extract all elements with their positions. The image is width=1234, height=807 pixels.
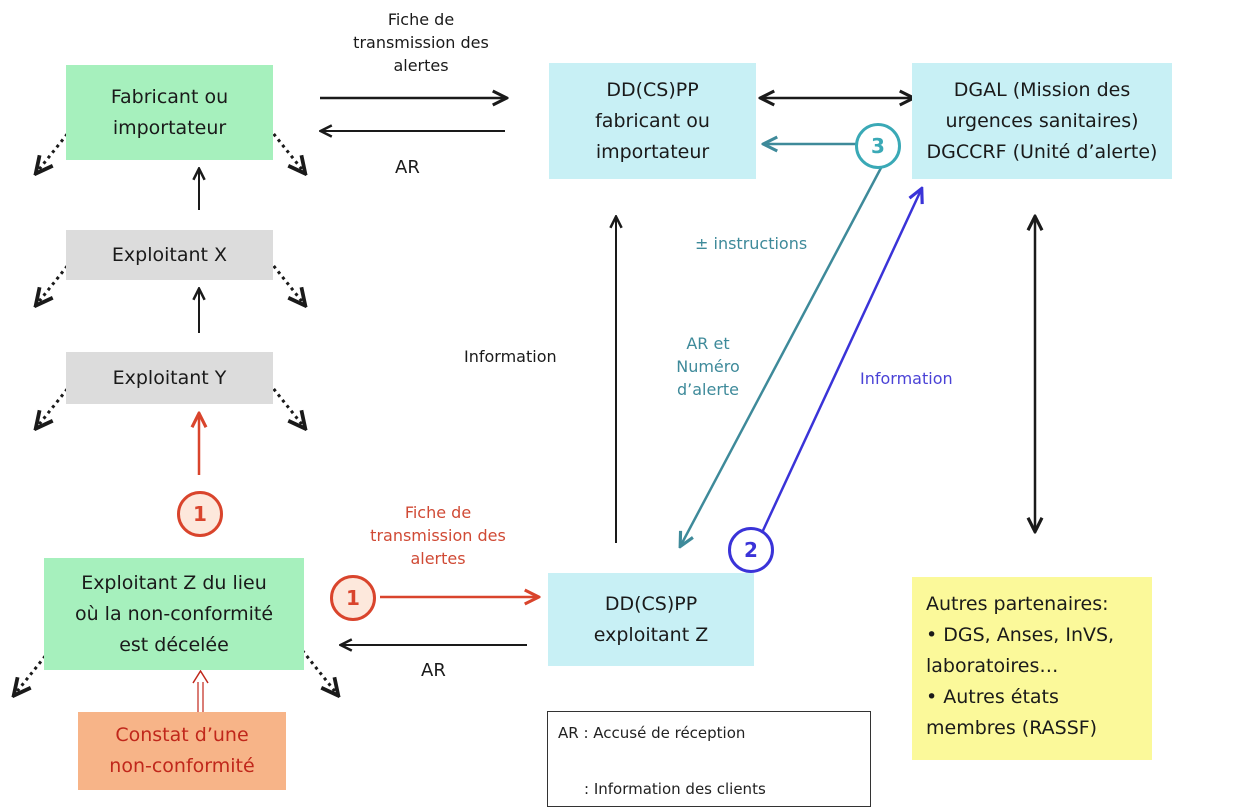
partners-line2: laboratoires… bbox=[926, 655, 1059, 677]
dd-fabricant-line3: importateur bbox=[595, 140, 710, 163]
label-fiche-bottom-line3: alertes bbox=[410, 549, 466, 568]
label-fiche-top-line3: alertes bbox=[393, 56, 449, 75]
constat-line1: Constat d’une bbox=[115, 724, 249, 746]
exploitant-z-box: Exploitant Z du lieu où la non-conformit… bbox=[44, 558, 304, 670]
exploitant-y-label: Exploitant Y bbox=[112, 366, 227, 389]
dgal-box: DGAL (Mission des urgences sanitaires) D… bbox=[912, 63, 1172, 179]
label-fiche-bottom-line1: Fiche de bbox=[404, 503, 472, 522]
exploitant-y-box: Exploitant Y bbox=[66, 352, 273, 404]
label-fiche-top-line1: Fiche de bbox=[387, 10, 455, 29]
arrow-ar-numero bbox=[681, 165, 884, 545]
label-ar-numero-line1: AR et bbox=[686, 334, 730, 353]
legend-box: AR : Accusé de réception : Information d… bbox=[547, 711, 871, 807]
dgal-line2: urgences sanitaires) bbox=[945, 109, 1139, 132]
step-1-badge-vertical: 1 bbox=[177, 491, 223, 537]
label-fiche-top: Fiche de transmission des alertes bbox=[346, 8, 496, 77]
label-ar-numero: AR et Numéro d’alerte bbox=[664, 332, 752, 401]
dd-exploitant-line1: DD(CS)PP bbox=[604, 592, 698, 615]
dd-fabricant-line2: fabricant ou bbox=[595, 109, 710, 132]
label-information-left: Information bbox=[464, 347, 557, 366]
dd-fabricant-line1: DD(CS)PP bbox=[606, 78, 699, 101]
step-2-badge: 2 bbox=[728, 527, 774, 573]
partners-line1: • DGS, Anses, InVS, bbox=[926, 624, 1115, 646]
label-ar-top: AR bbox=[395, 157, 420, 178]
label-ar-numero-line3: d’alerte bbox=[676, 380, 740, 399]
legend-ar: AR : Accusé de réception bbox=[558, 724, 746, 742]
label-ar-numero-line2: Numéro bbox=[676, 357, 740, 376]
fabricant-line2: importateur bbox=[112, 116, 227, 139]
label-fiche-bottom-line2: transmission des bbox=[370, 526, 506, 545]
dd-exploitant-box: DD(CS)PP exploitant Z bbox=[548, 573, 754, 666]
label-fiche-bottom: Fiche de transmission des alertes bbox=[363, 501, 513, 570]
constat-line2: non-conformité bbox=[109, 755, 255, 777]
exploitant-z-line1: Exploitant Z du lieu bbox=[81, 571, 267, 594]
label-information-blue: Information bbox=[860, 369, 953, 388]
arrow-constat-head bbox=[192, 669, 209, 684]
dgal-line1: DGAL (Mission des bbox=[953, 78, 1131, 101]
exploitant-x-label: Exploitant X bbox=[111, 243, 228, 266]
dgal-line3: DGCCRF (Unité d’alerte) bbox=[926, 140, 1158, 163]
label-fiche-top-line2: transmission des bbox=[353, 33, 489, 52]
partners-line4: membres (RASSF) bbox=[926, 717, 1098, 739]
label-ar-bottom: AR bbox=[421, 660, 446, 681]
label-instructions: ± instructions bbox=[695, 234, 808, 253]
step-3-badge: 3 bbox=[855, 123, 901, 169]
legend-clients: : Information des clients bbox=[584, 780, 766, 798]
exploitant-z-line3: est décelée bbox=[119, 633, 229, 656]
fabricant-box: Fabricant ou importateur bbox=[66, 65, 273, 160]
dd-fabricant-box: DD(CS)PP fabricant ou importateur bbox=[549, 63, 756, 179]
fabricant-line1: Fabricant ou bbox=[110, 85, 229, 108]
exploitant-z-line2: où la non-conformité bbox=[74, 602, 274, 625]
dd-exploitant-line2: exploitant Z bbox=[593, 623, 709, 646]
arrow-information-blue bbox=[758, 190, 921, 538]
autres-partenaires-box: Autres partenaires: • DGS, Anses, InVS, … bbox=[912, 577, 1152, 760]
step-1-badge-horizontal: 1 bbox=[330, 575, 376, 621]
partners-title: Autres partenaires: bbox=[926, 593, 1109, 615]
constat-box: Constat d’une non-conformité bbox=[78, 712, 286, 790]
partners-line3: • Autres états bbox=[926, 686, 1059, 708]
exploitant-x-box: Exploitant X bbox=[66, 230, 273, 280]
